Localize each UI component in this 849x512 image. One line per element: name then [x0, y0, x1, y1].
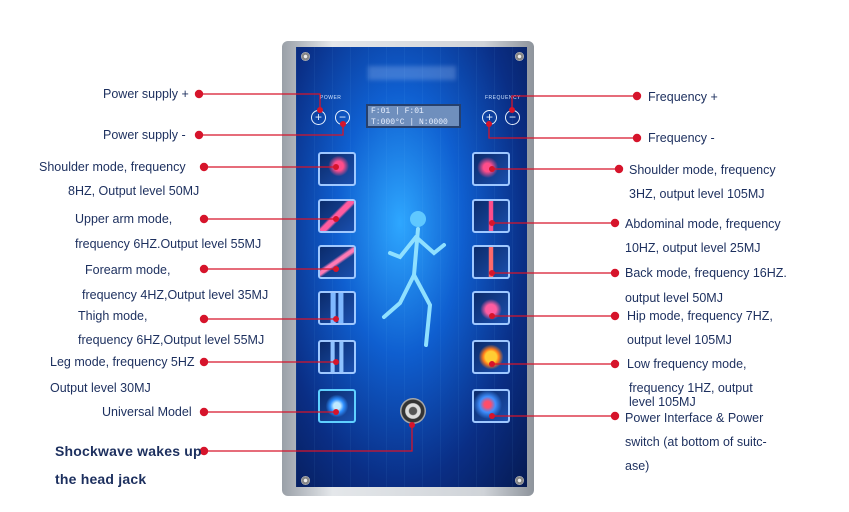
thigh-icon [320, 293, 354, 323]
screw-icon [515, 52, 524, 61]
label-low-frequency-line2: frequency 1HZ, output [629, 381, 753, 395]
frequency-minus-button[interactable]: − [505, 110, 520, 125]
label-shockwave-line1: Shockwave wakes up [55, 443, 202, 459]
power-plus-button[interactable]: + [311, 110, 326, 125]
lcd-line-1: F:01 | F:01 [371, 107, 424, 116]
label-universal-model: Universal Model [102, 405, 192, 419]
back-mode-button[interactable] [472, 245, 510, 279]
low-frequency-mode-button[interactable] [472, 340, 510, 374]
shoulder-icon [320, 154, 354, 184]
label-abdominal-line2: 10HZ, output level 25MJ [625, 241, 761, 255]
forearm-icon [320, 247, 354, 277]
thigh-mode-button[interactable] [318, 291, 356, 325]
hip-icon [474, 293, 508, 323]
label-power-supply-minus: Power supply - [103, 128, 186, 142]
abdominal-mode-button[interactable] [472, 199, 510, 233]
label-leg-line2: Output level 30MJ [50, 381, 151, 395]
screw-icon [301, 52, 310, 61]
label-shockwave-line2: the head jack [55, 471, 147, 487]
label-power-interface-line1: Power Interface & Power [625, 411, 764, 425]
power-interface-mode-button[interactable] [472, 389, 510, 423]
label-shoulder-left-line2: 8HZ, Output level 50MJ [68, 184, 200, 198]
head-jack-socket[interactable] [400, 398, 426, 424]
lcd-line-2: T:000°C | N:0000 [371, 118, 448, 127]
label-frequency-plus: Frequency + [648, 90, 718, 104]
running-figure-icon [382, 211, 446, 347]
leg-mode-button[interactable] [318, 340, 356, 374]
label-thigh-line2: frequency 6HZ,Output level 55MJ [78, 333, 265, 347]
leg-icon [320, 342, 354, 372]
shoulder-icon [474, 154, 508, 184]
label-forearm-line2: frequency 4HZ,Output level 35MJ [82, 288, 269, 302]
forearm-mode-button[interactable] [318, 245, 356, 279]
back-icon [474, 247, 508, 277]
pelvis-icon [474, 342, 508, 372]
shoulder-mode-left-button[interactable] [318, 152, 356, 186]
label-power-interface-line3: ase) [625, 459, 650, 473]
label-power-supply-plus: Power supply + [103, 87, 189, 101]
label-hip-line2: output level 105MJ [627, 333, 732, 347]
label-hip-line1: Hip mode, frequency 7HZ, [627, 309, 773, 323]
screw-icon [301, 476, 310, 485]
label-upper-arm-line2: frequency 6HZ.Output level 55MJ [75, 237, 262, 251]
shoulder-mode-right-button[interactable] [472, 152, 510, 186]
label-power-interface-line2: switch (at bottom of suitc- [625, 435, 767, 449]
label-back-line1: Back mode, frequency 16HZ. [625, 266, 787, 280]
screw-icon [515, 476, 524, 485]
label-frequency-minus: Frequency - [648, 131, 715, 145]
label-back-line2: output level 50MJ [625, 291, 723, 305]
power-tag: POWER [320, 95, 342, 101]
universal-mode-button[interactable] [318, 389, 356, 423]
lcd-display: F:01 | F:01 T:000°C | N:0000 [366, 104, 461, 128]
label-abdominal-line1: Abdominal mode, frequency [625, 217, 781, 231]
label-forearm-line1: Forearm mode, [85, 263, 171, 277]
body-icon [474, 391, 508, 421]
label-thigh-line1: Thigh mode, [78, 309, 148, 323]
label-shoulder-right-line2: 3HZ, output level 105MJ [629, 187, 765, 201]
frequency-plus-button[interactable]: + [482, 110, 497, 125]
label-low-frequency-line3: level 105MJ [629, 395, 696, 409]
label-upper-arm-line1: Upper arm mode, [75, 212, 173, 226]
label-shoulder-right-line1: Shoulder mode, frequency [629, 163, 776, 177]
abdominal-icon [474, 201, 508, 231]
power-minus-button[interactable]: − [335, 110, 350, 125]
upper-arm-icon [320, 201, 354, 231]
frequency-tag: FREQUENCY [485, 95, 521, 101]
label-low-frequency-line1: Low frequency mode, [627, 357, 747, 371]
hip-mode-button[interactable] [472, 291, 510, 325]
universal-icon [320, 391, 354, 421]
label-leg-line1: Leg mode, frequency 5HZ [50, 355, 195, 369]
upper-arm-mode-button[interactable] [318, 199, 356, 233]
label-shoulder-left-line1: Shoulder mode, frequency [39, 160, 186, 174]
brand-logo [368, 66, 456, 80]
